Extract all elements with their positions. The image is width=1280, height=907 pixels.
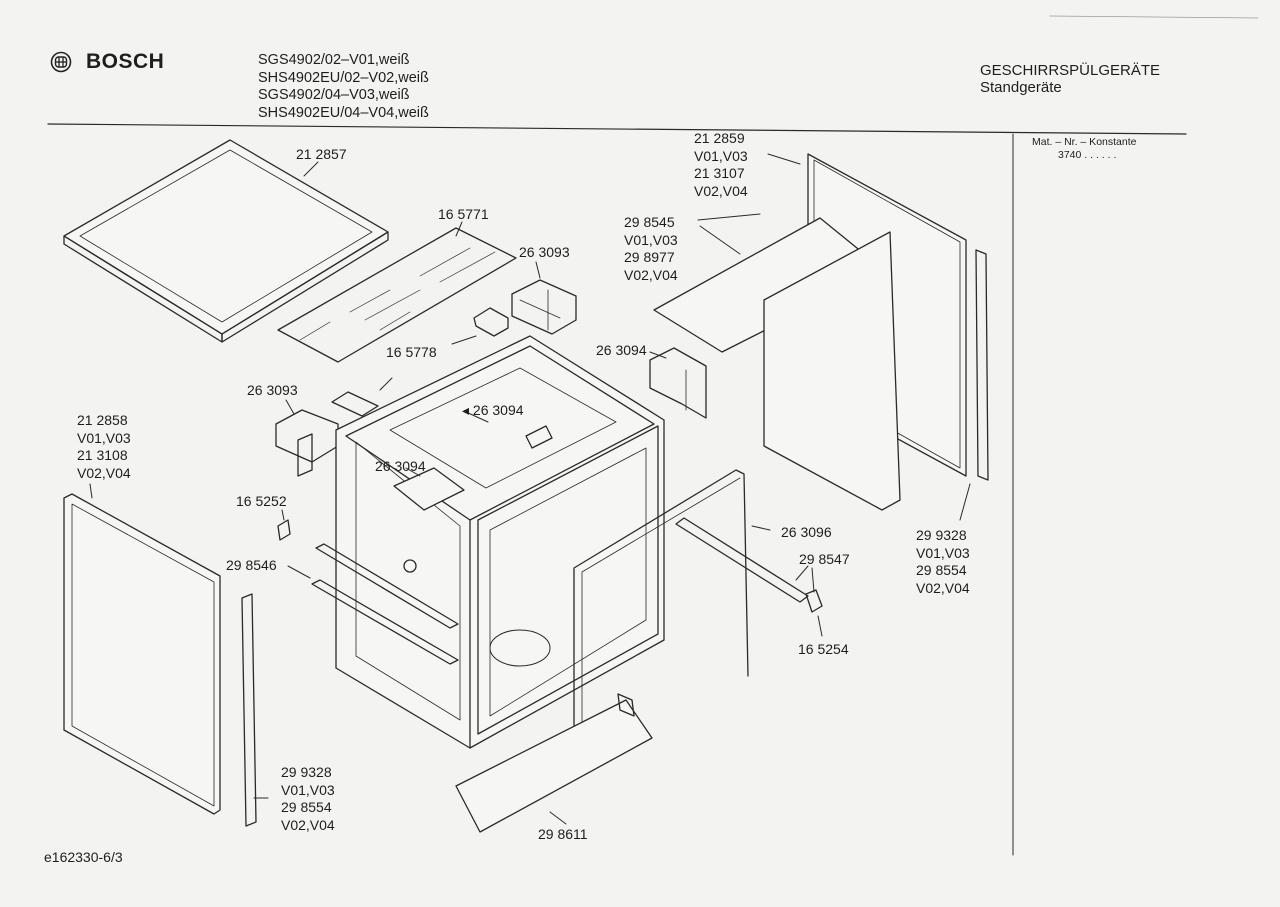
part-label-263096: 26 3096 (781, 524, 832, 540)
bosch-logo-icon (50, 51, 72, 73)
part-label-263094: 26 3094 (596, 342, 647, 358)
part-label-299328: 29 9328 V01,V03 29 8554 V02,V04 (281, 764, 335, 833)
material-number-block: Mat. – Nr. – Konstante 3740 . . . . . . (1032, 136, 1136, 162)
part-label-298547: 29 8547 (799, 551, 850, 567)
main-tub (335, 335, 665, 749)
part-label-165252: 16 5252 (236, 493, 287, 509)
rack-rails-298546 (311, 543, 459, 665)
brand-name: BOSCH (86, 50, 165, 73)
bar-298547 (675, 517, 823, 613)
category-block: GESCHIRRSPÜLGERÄTE Standgeräte (980, 62, 1160, 96)
part-label-165254: 16 5254 (798, 641, 849, 657)
part-label-212858: 21 2858 V01,V03 21 3108 V02,V04 (77, 412, 131, 481)
part-label-263093: 26 3093 (519, 244, 570, 260)
part-label-299328: 29 9328 V01,V03 29 8554 V02,V04 (916, 527, 970, 596)
model-list: SGS4902/02–V01,weiß SHS4902EU/02–V02,wei… (258, 52, 429, 122)
door-gasket-frame (573, 469, 749, 773)
model-line: SGS4902/02–V01,weiß (258, 52, 410, 68)
category-subtitle: Standgeräte (980, 79, 1062, 96)
part-label-263094: ◂ 26 3094 (462, 402, 524, 418)
part-label-298546: 29 8546 (226, 557, 277, 573)
kick-plate (455, 693, 653, 833)
part-label-212857: 21 2857 (296, 146, 347, 162)
mounting-bracket (331, 307, 509, 417)
part-label-165778: 16 5778 (386, 344, 437, 360)
model-line: SHS4902EU/04–V04,weiß (258, 104, 429, 121)
part-label-298545: 29 8545 V01,V03 29 8977 V02,V04 (624, 214, 678, 283)
part-label-298611: 29 8611 (538, 826, 588, 842)
clip-263093-left (275, 409, 339, 477)
mat-nr-value: 3740 . . . . . . (1058, 149, 1117, 161)
drawing-id: e162330-6/3 (44, 849, 123, 865)
model-line: SHS4902EU/02–V02,weiß (258, 69, 429, 86)
clip-263093-top (511, 279, 577, 335)
part-label-text: 26 3094 (472, 402, 524, 418)
part-label-263093: 26 3093 (247, 382, 298, 398)
part-label-263094: 26 3094 (375, 458, 426, 474)
scan-mark (1049, 15, 1259, 19)
left-side-panel (63, 493, 257, 827)
leader-lines (89, 153, 971, 825)
category-title: GESCHIRRSPÜLGERÄTE (980, 62, 1161, 79)
header-rule (47, 123, 1187, 135)
brand-header: BOSCH (50, 50, 164, 74)
model-line: SGS4902/04–V03,weiß (258, 87, 410, 103)
insulation-sheet (277, 227, 517, 363)
clip-263094-right (649, 347, 707, 419)
clip-165252 (277, 519, 291, 541)
rear-panel (653, 217, 901, 511)
part-label-212859: 21 2859 V01,V03 21 3107 V02,V04 (694, 130, 748, 199)
top-cover-plate (63, 139, 389, 343)
part-label-165771: 16 5771 (438, 206, 489, 222)
mat-nr-label: Mat. – Nr. – Konstante (1032, 136, 1137, 148)
